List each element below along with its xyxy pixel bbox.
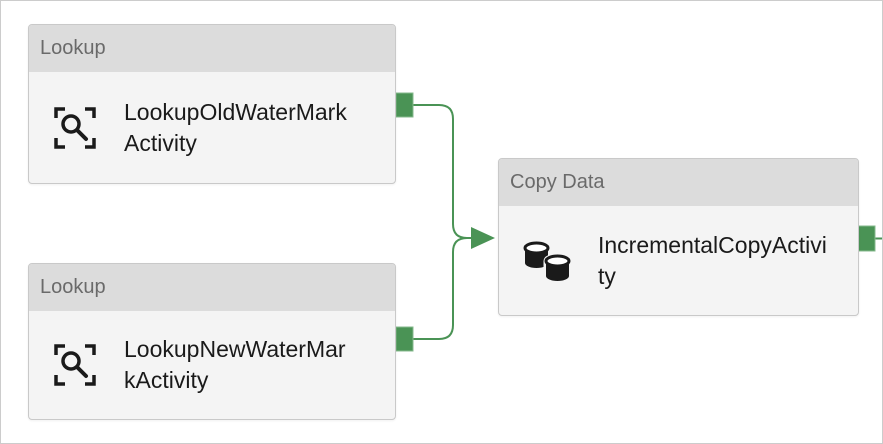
lookup-icon	[52, 105, 98, 151]
activity-body: LookupNewWaterMarkActivity	[29, 311, 395, 419]
activity-body: LookupOldWaterMarkActivity	[29, 72, 395, 183]
activity-body: IncrementalCopyActivity	[499, 206, 858, 315]
output-port-copy[interactable]	[857, 225, 876, 252]
activity-type-header: Copy Data	[499, 159, 858, 206]
activity-node-lookup-new-watermark[interactable]: Lookup LookupNewWaterMarkActivity	[28, 263, 396, 420]
activity-type-header: Lookup	[29, 264, 395, 311]
connector-arrow-icon	[471, 227, 495, 249]
output-port-lookup-new[interactable]	[395, 326, 414, 352]
lookup-icon	[52, 342, 98, 388]
activity-node-incremental-copy[interactable]: Copy Data IncrementalCopyA	[498, 158, 859, 316]
activity-node-lookup-old-watermark[interactable]: Lookup LookupOldWaterMarkActivity	[28, 24, 396, 184]
output-port-lookup-old[interactable]	[395, 92, 414, 118]
connector-line-old-to-copy[interactable]	[413, 104, 472, 239]
connector-line-new-to-copy[interactable]	[413, 237, 472, 340]
activity-name: LookupNewWaterMarkActivity	[124, 336, 346, 393]
copy-data-icon	[522, 236, 572, 286]
activity-name: LookupOldWaterMarkActivity	[124, 98, 347, 156]
activity-name: IncrementalCopyActivity	[598, 231, 827, 289]
activity-type-header: Lookup	[29, 25, 395, 72]
